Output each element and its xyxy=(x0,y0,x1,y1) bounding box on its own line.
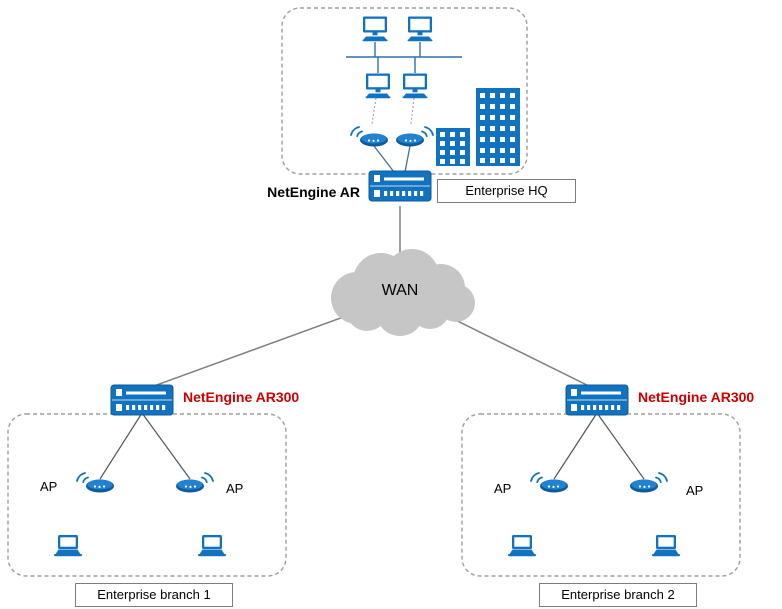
branch1-ap-1 xyxy=(76,472,115,494)
hq-router-icon xyxy=(368,170,432,202)
branch2-zone-label: Enterprise branch 2 xyxy=(539,583,697,607)
hq-zone-label: Enterprise HQ xyxy=(437,179,576,203)
branch1-ap-right-label: AP xyxy=(226,481,244,496)
branch1-laptop-2 xyxy=(198,535,226,557)
branch2-ap-links xyxy=(553,412,645,480)
branch2-router-icon xyxy=(565,384,629,416)
hq-wireless-links xyxy=(371,97,415,125)
hq-pc-3 xyxy=(365,73,391,99)
hq-pc-2 xyxy=(407,16,433,42)
branch2-ap-1 xyxy=(530,472,569,494)
hq-ap-2 xyxy=(395,126,434,148)
wan-cloud xyxy=(331,249,475,336)
office-buildings-icon xyxy=(436,88,520,166)
branch2-ap-2 xyxy=(629,472,668,494)
wan-label: WAN xyxy=(381,282,419,299)
branch1-router-label: NetEngine AR300 xyxy=(183,389,300,405)
branch2-router-label: NetEngine AR300 xyxy=(638,389,755,405)
branch1-zone-label: Enterprise branch 1 xyxy=(75,583,233,607)
branch1-laptop-1 xyxy=(54,535,82,557)
branch1-router-icon xyxy=(110,384,174,416)
branch2-ap-right-label: AP xyxy=(686,483,704,498)
branch2-laptop-2 xyxy=(652,535,680,557)
branch1-ap-left-label: AP xyxy=(40,479,58,494)
hq-ap-1 xyxy=(350,126,389,148)
hq-router-label: NetEngine AR xyxy=(267,184,360,200)
branch1-ap-links xyxy=(99,412,191,480)
hq-pc-1 xyxy=(362,16,388,42)
branch2-ap-left-label: AP xyxy=(494,481,512,496)
branch2-laptop-1 xyxy=(508,535,536,557)
branch1-zone-border xyxy=(7,413,287,577)
hq-ap-router-links xyxy=(373,145,411,173)
branch1-ap-2 xyxy=(175,472,214,494)
hq-lan-links xyxy=(346,42,462,73)
hq-pc-4 xyxy=(402,73,428,99)
